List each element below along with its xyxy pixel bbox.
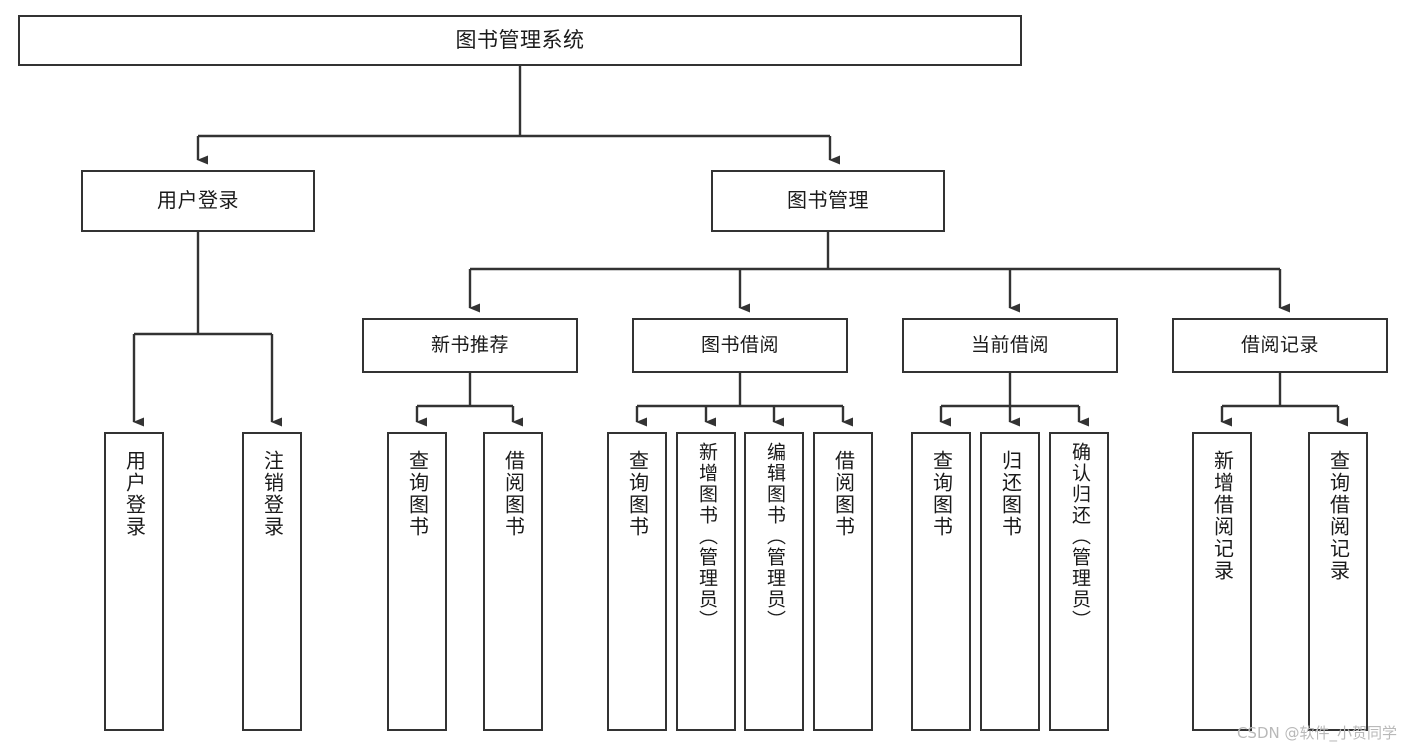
leaf-return-book[interactable]: 归还图书 [980, 432, 1040, 731]
leaf-borrow-book-rec[interactable]: 借阅图书 [483, 432, 543, 731]
leaf-add-borrow-record[interactable]: 新增借阅记录 [1192, 432, 1252, 731]
leaf-borrow-book[interactable]: 借阅图书 [813, 432, 873, 731]
leaf-query-book-rec[interactable]: 查询图书 [387, 432, 447, 731]
node-book-management-label: 图书管理 [787, 188, 869, 213]
node-new-book-recommend[interactable]: 新书推荐 [362, 318, 578, 373]
leaf-borrow-book-rec-label: 借阅图书 [501, 450, 526, 538]
leaf-add-borrow-record-label: 新增借阅记录 [1210, 450, 1235, 582]
node-borrow-record-label: 借阅记录 [1240, 334, 1319, 357]
node-user-login[interactable]: 用户登录 [81, 170, 315, 232]
leaf-user-login[interactable]: 用户登录 [104, 432, 164, 731]
leaf-user-login-label: 用户登录 [122, 450, 147, 538]
node-book-management[interactable]: 图书管理 [711, 170, 945, 232]
leaf-query-book-current-label: 查询图书 [929, 450, 954, 538]
leaf-edit-book-admin-label: 编辑图书（管理员） [763, 442, 786, 631]
leaf-query-borrow-record[interactable]: 查询借阅记录 [1308, 432, 1368, 731]
node-current-borrow[interactable]: 当前借阅 [902, 318, 1118, 373]
leaf-edit-book-admin[interactable]: 编辑图书（管理员） [744, 432, 804, 731]
leaf-query-book-current[interactable]: 查询图书 [911, 432, 971, 731]
leaf-confirm-return-admin-label: 确认归还（管理员） [1068, 442, 1091, 631]
node-book-borrow[interactable]: 图书借阅 [632, 318, 848, 373]
node-current-borrow-label: 当前借阅 [970, 334, 1049, 357]
node-book-borrow-label: 图书借阅 [700, 334, 779, 357]
node-root-system[interactable]: 图书管理系统 [18, 15, 1022, 66]
leaf-return-book-label: 归还图书 [998, 450, 1023, 538]
csdn-watermark: CSDN @软件_小贺同学 [1236, 724, 1397, 742]
leaf-query-book-rec-label: 查询图书 [405, 450, 430, 538]
leaf-add-book-admin[interactable]: 新增图书（管理员） [676, 432, 736, 731]
node-new-book-recommend-label: 新书推荐 [430, 334, 509, 357]
node-user-login-label: 用户登录 [157, 188, 239, 213]
leaf-query-borrow-record-label: 查询借阅记录 [1326, 450, 1351, 582]
node-borrow-record[interactable]: 借阅记录 [1172, 318, 1388, 373]
node-root-label: 图书管理系统 [455, 28, 585, 53]
leaf-logout-label: 注销登录 [260, 450, 285, 538]
leaf-confirm-return-admin[interactable]: 确认归还（管理员） [1049, 432, 1109, 731]
leaf-query-book-borrow-label: 查询图书 [625, 450, 650, 538]
leaf-logout[interactable]: 注销登录 [242, 432, 302, 731]
leaf-add-book-admin-label: 新增图书（管理员） [695, 442, 718, 631]
leaf-borrow-book-label: 借阅图书 [831, 450, 856, 538]
leaf-query-book-borrow[interactable]: 查询图书 [607, 432, 667, 731]
